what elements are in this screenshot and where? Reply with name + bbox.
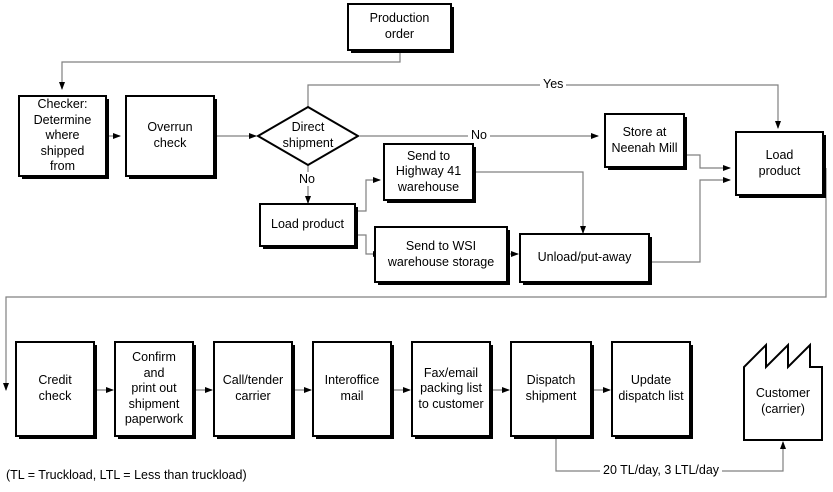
node-update-dispatch[interactable]: Update dispatch list [611, 341, 691, 437]
wire-production-to-checker [59, 51, 401, 90]
node-unload-putaway[interactable]: Unload/put-away [519, 233, 650, 283]
legend-note: (TL = Truckload, LTL = Less than trucklo… [6, 468, 247, 482]
wire-unload-to-loadproduct [650, 177, 731, 263]
node-store-neenah[interactable]: Store at Neenah Mill [604, 113, 685, 168]
node-send-highway41[interactable]: Send to Highway 41 warehouse [383, 143, 474, 201]
edge-label-yes: Yes [540, 77, 567, 91]
wire-highway41-to-unload [474, 171, 586, 234]
node-customer-carrier[interactable]: Customer (carrier) [740, 337, 826, 442]
node-credit-check[interactable]: Credit check [15, 341, 95, 437]
edge-label-throughput: 20 TL/day, 3 LTL/day [600, 463, 723, 477]
node-confirm-print[interactable]: Confirm and print out shipment paperwork [114, 341, 194, 437]
node-production-order[interactable]: Production order [347, 3, 452, 51]
node-overrun-check[interactable]: Overrun check [125, 95, 215, 177]
edge-label-no-right: No [468, 128, 490, 142]
node-interoffice-mail[interactable]: Interoffice mail [312, 341, 392, 437]
node-dispatch-shipment[interactable]: Dispatch shipment [510, 341, 592, 437]
node-send-wsi[interactable]: Send to WSI warehouse storage [374, 226, 508, 283]
node-direct-shipment-decision[interactable]: Direct shipment [256, 105, 360, 167]
node-load-product-left[interactable]: Load product [259, 203, 356, 247]
edge-label-no-down: No [296, 172, 318, 186]
wire-store-to-loadproduct [685, 154, 731, 171]
node-fax-email[interactable]: Fax/email packing list to customer [411, 341, 491, 437]
node-load-product-right[interactable]: Load product [735, 131, 824, 196]
node-checker[interactable]: Checker: Determine where shipped from [18, 95, 107, 177]
node-call-tender[interactable]: Call/tender carrier [213, 341, 293, 437]
wire-decision-yes-to-loadproduct [307, 84, 781, 129]
wire-loadproduct-to-highway41 [356, 177, 381, 212]
